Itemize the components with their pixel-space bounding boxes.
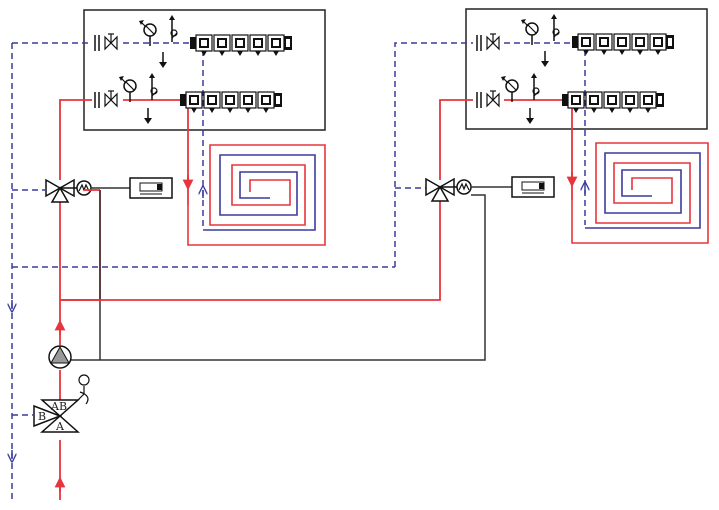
room-thermostat-icon (129, 177, 173, 199)
heating-zone-right (60, 8, 709, 361)
primary-circuit: AB A B (33, 345, 90, 433)
manifold-return-right (572, 34, 674, 55)
valve-port-ab-label: AB (50, 400, 67, 413)
manifold-cabinet-left (83, 9, 326, 131)
three-way-mixing-valve-icon (425, 178, 472, 202)
manifold-supply-right (562, 92, 664, 113)
underfloor-heating-loop-left (187, 144, 326, 246)
manifold-return-left (190, 35, 292, 56)
three-way-mixing-valve-icon (45, 179, 92, 203)
heating-zone-left (12, 9, 395, 500)
room-thermostat-icon (511, 176, 555, 198)
underfloor-heating-loop-right (571, 142, 709, 244)
three-way-diverter-valve-icon: AB A B (33, 374, 90, 433)
valve-port-b-label: B (38, 410, 46, 423)
manifold-supply-left (180, 92, 282, 113)
valve-port-a-label: A (55, 420, 65, 433)
manifold-cabinet-right (465, 8, 708, 130)
